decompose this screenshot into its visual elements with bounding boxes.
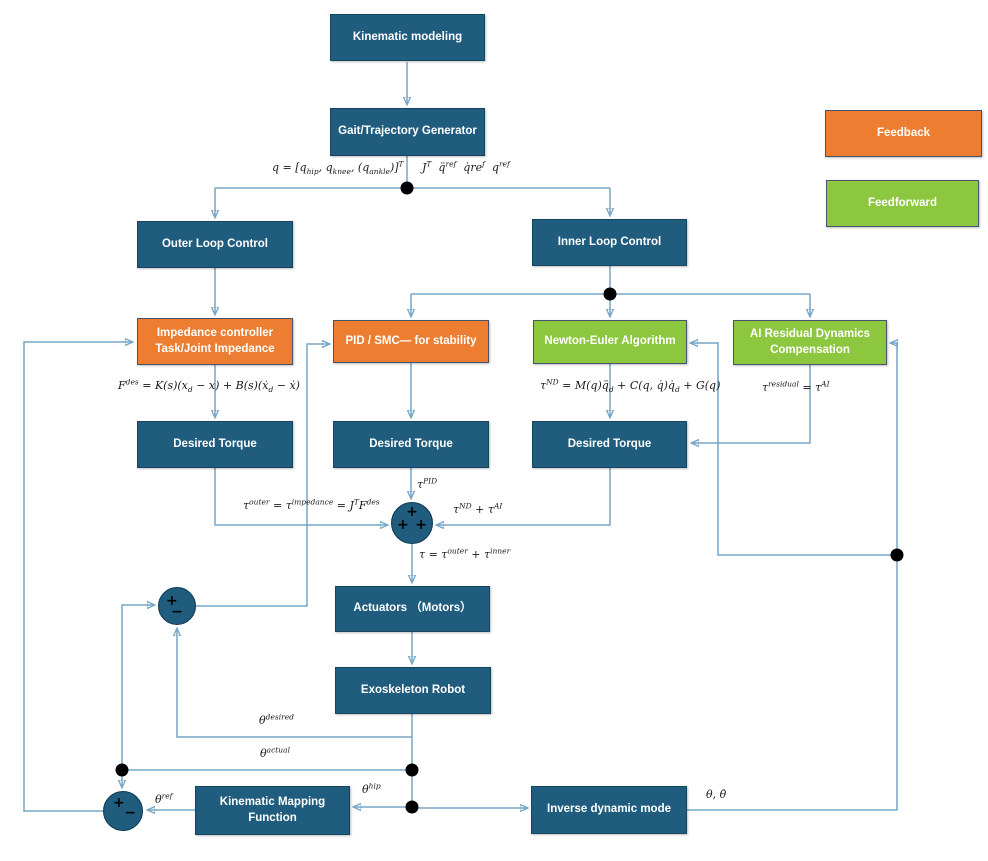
junction-dot	[115, 763, 129, 777]
junction-dots	[115, 181, 904, 814]
label-impedance-law: Fdes = K(s)(xd − x) + B(s)(ẋd − ẋ)	[118, 377, 300, 395]
label-theta-ref: θref	[155, 791, 173, 806]
junction-dot	[405, 800, 419, 814]
node-exoskeleton-robot: Exoskeleton Robot	[335, 667, 491, 714]
node-kinematic-modeling: Kinematic modeling	[330, 14, 485, 61]
wire-poserror-to-pid	[196, 344, 329, 607]
label-newton-law: τND = M(q)q̈d + C(q, q̇)q̇d + G(q)	[540, 377, 721, 395]
plus-sign: +	[113, 795, 125, 811]
label-inner-torque: τND + τAI	[453, 501, 503, 516]
label-trajectory-q: q = [qhip, qknee, (qankle)]T	[272, 159, 404, 177]
label-ai-law: τresidual = τAI	[762, 379, 830, 394]
wire-theta-desired	[177, 629, 412, 738]
label-total-torque: τ = τouter + τinner	[419, 546, 511, 561]
node-newton-euler: Newton-Euler Algorithm	[533, 320, 687, 364]
minus-sign: −	[171, 604, 183, 620]
legend-feedforward: Feedforward	[826, 180, 979, 227]
minus-sign: −	[124, 805, 136, 821]
label-theta-hip: θhip	[362, 781, 381, 796]
junction-dot	[603, 287, 617, 301]
node-inverse-dynamic-mode: Inverse dynamic mode	[531, 786, 687, 834]
summing-junction-reference-error: + −	[103, 791, 143, 831]
junction-dot	[400, 181, 414, 195]
plus-sign: +	[415, 517, 427, 533]
label-outer-torque: τouter = τimpedance = JTFdes	[243, 497, 380, 512]
label-trajectory-refs: JT q̈ref q̇ref qref	[422, 159, 510, 174]
summing-junction-main: + + +	[391, 502, 433, 544]
plus-sign: +	[397, 517, 409, 533]
label-theta-state: θ, θ̇	[706, 788, 727, 801]
wire-torque1-to-sum	[214, 468, 387, 525]
node-actuators: Actuators （Motors）	[335, 586, 490, 632]
node-kinematic-mapping-function: Kinematic Mapping Function	[195, 786, 350, 835]
wire-actual-to-poserror	[121, 605, 154, 770]
node-impedance-controller: Impedance controller Task/Joint Impedanc…	[137, 318, 293, 365]
wire-invdyn-to-ai	[687, 343, 897, 811]
node-inner-loop-control: Inner Loop Control	[532, 219, 687, 266]
node-gait-trajectory-generator: Gait/Trajectory Generator	[330, 108, 485, 156]
wire-referror-to-impedance	[23, 342, 132, 812]
node-ai-residual: AI Residual Dynamics Compensation	[733, 320, 887, 365]
plus-sign: +	[406, 504, 418, 520]
label-theta-actual: θactual	[260, 745, 291, 760]
node-outer-loop-control: Outer Loop Control	[137, 221, 293, 268]
node-desired-torque-outer: Desired Torque	[137, 421, 293, 468]
connector-lines	[23, 62, 897, 812]
node-desired-torque-inner: Desired Torque	[532, 421, 687, 468]
node-desired-torque-pid: Desired Torque	[333, 421, 489, 468]
junction-dot	[890, 548, 904, 562]
junction-dot	[405, 763, 419, 777]
label-pid-torque: τPID	[417, 476, 438, 491]
wire-state-to-newton	[691, 343, 897, 556]
legend-feedback: Feedback	[825, 110, 982, 157]
summing-junction-position-error: + −	[158, 587, 196, 625]
wire-ai-to-torque3	[692, 365, 811, 443]
wire-torque3-to-sum	[437, 468, 611, 525]
node-pid-smc: PID / SMC— for stability	[333, 320, 489, 363]
plus-sign: +	[166, 593, 178, 609]
label-theta-desired: θdesired	[259, 712, 294, 727]
